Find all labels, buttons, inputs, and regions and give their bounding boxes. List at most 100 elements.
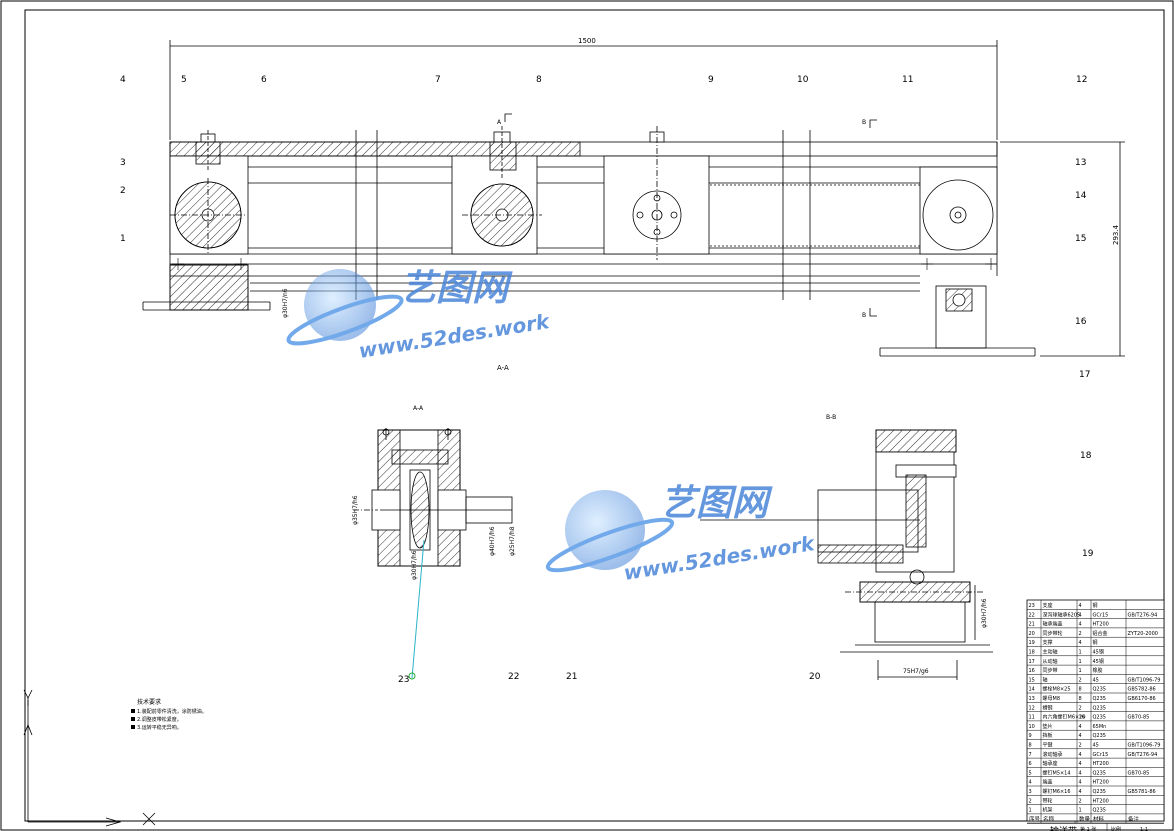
table-cell: Q235 bbox=[1093, 696, 1106, 702]
table-cell: 4 bbox=[1079, 752, 1082, 758]
table-cell: 18 bbox=[1029, 650, 1035, 656]
table-header-cell: 材料 bbox=[1093, 815, 1105, 823]
zone-number: 17 bbox=[1079, 370, 1090, 380]
table-cell: 2 bbox=[1079, 705, 1082, 711]
table-cell: ZYT20-2000 bbox=[1128, 631, 1158, 637]
zone-number: 9 bbox=[708, 75, 714, 85]
table-cell: 深沟球轴承6205 bbox=[1043, 611, 1081, 618]
table-cell: 45钢 bbox=[1093, 658, 1104, 665]
table-cell: HT200 bbox=[1093, 761, 1109, 767]
zone-number: 1 bbox=[120, 234, 126, 244]
table-cell: GB70-85 bbox=[1128, 715, 1150, 721]
table-cell: 1 bbox=[1029, 808, 1032, 814]
table-cell: 4 bbox=[1079, 724, 1082, 730]
view-aa-label: A-A bbox=[413, 405, 424, 412]
left-vertical-fit: φ30H7/n6 bbox=[282, 288, 289, 318]
table-cell: 螺钉M5×14 bbox=[1043, 769, 1071, 776]
zone-numbers: 4 5 6 7 8 9 10 11 12 3 2 1 13 14 15 16 1… bbox=[120, 75, 1094, 685]
table-cell: 2 bbox=[1079, 743, 1082, 749]
section-marker-a: A bbox=[497, 119, 502, 126]
table-cell: 22 bbox=[1029, 612, 1035, 618]
zone-number: 6 bbox=[261, 75, 267, 85]
table-cell: 5 bbox=[1029, 770, 1032, 776]
table-cell: 15 bbox=[1029, 677, 1035, 683]
table-cell: 9 bbox=[1029, 733, 1032, 739]
table-cell: 20 bbox=[1029, 631, 1035, 637]
table-cell: 钢 bbox=[1093, 602, 1098, 609]
table-cell: 从动轴 bbox=[1043, 658, 1058, 665]
table-cell: 带轮 bbox=[1043, 797, 1053, 804]
table-cell: 16 bbox=[1029, 668, 1035, 674]
table-cell: 14 bbox=[1029, 687, 1035, 693]
table-cell: 23 bbox=[1029, 603, 1035, 609]
inner-border bbox=[24, 9, 1165, 822]
table-cell: 21 bbox=[1029, 622, 1035, 628]
watermark-url: www.52des.work bbox=[357, 309, 552, 363]
table-cell: 2 bbox=[1079, 677, 1082, 683]
table-cell: 螺栓M8×25 bbox=[1043, 686, 1071, 693]
table-cell: 4 bbox=[1079, 603, 1082, 609]
table-header-cell: 名称 bbox=[1043, 815, 1055, 823]
table-cell: 轴承座 bbox=[1043, 760, 1058, 767]
table-cell: 4 bbox=[1079, 640, 1082, 646]
tech-line: 3.运转平稳无异响。 bbox=[137, 724, 182, 731]
zone-number: 4 bbox=[120, 75, 126, 85]
table-cell: 1 bbox=[1079, 668, 1082, 674]
fit-label: φ40H7/h6 bbox=[489, 526, 496, 556]
table-cell: GB/T276-94 bbox=[1128, 612, 1158, 618]
table-cell: 机架 bbox=[1043, 807, 1053, 814]
section-marker-b-top: B bbox=[862, 119, 866, 126]
watermark-brand: 艺图网 bbox=[400, 268, 513, 309]
table-cell: 槽钢 bbox=[1043, 704, 1053, 711]
table-cell: 1 bbox=[1079, 808, 1082, 814]
table-cell: 螺钉M6×16 bbox=[1043, 788, 1071, 795]
table-cell: 主动轴 bbox=[1043, 649, 1058, 656]
fit-label: φ30H7/h6 bbox=[981, 598, 988, 628]
zone-number: 21 bbox=[566, 672, 577, 682]
table-cell: 11 bbox=[1029, 715, 1035, 721]
fit-label: φ35H7/h6 bbox=[352, 495, 359, 525]
table-cell: 13 bbox=[1029, 696, 1035, 702]
table-header-cell: 备注 bbox=[1128, 815, 1140, 823]
table-cell: GB5781-86 bbox=[1128, 789, 1156, 795]
table-cell: 45钢 bbox=[1093, 649, 1104, 656]
table-cell: GB/T276-94 bbox=[1128, 752, 1158, 758]
table-cell: 8 bbox=[1029, 743, 1032, 749]
table-cell: 同步带 bbox=[1043, 668, 1058, 674]
table-header-cell: 数量 bbox=[1079, 815, 1091, 823]
zone-number: 15 bbox=[1075, 234, 1086, 244]
watermark-brand: 艺图网 bbox=[660, 483, 773, 524]
zone-number: 22 bbox=[508, 672, 519, 682]
table-cell: Q235 bbox=[1093, 705, 1106, 711]
table-cell: 17 bbox=[1029, 659, 1035, 665]
main-view bbox=[142, 40, 1125, 357]
table-cell: 平键 bbox=[1043, 742, 1053, 749]
table-cell: 2 bbox=[1079, 798, 1082, 804]
zone-number: 16 bbox=[1075, 317, 1087, 327]
watermark-logo: 艺图网 www.52des.work bbox=[286, 268, 552, 363]
table-cell: 1 bbox=[1079, 650, 1082, 656]
table-cell: Q235 bbox=[1093, 687, 1106, 693]
table-cell: Q235 bbox=[1093, 789, 1106, 795]
table-cell: Q235 bbox=[1093, 808, 1106, 814]
zone-number: 8 bbox=[536, 75, 542, 85]
zone-number: 12 bbox=[1076, 75, 1087, 85]
table-cell: 6 bbox=[1029, 761, 1032, 767]
zone-number: 20 bbox=[809, 672, 821, 682]
section-bb-view bbox=[700, 429, 993, 680]
table-header-cell: 序号 bbox=[1029, 815, 1041, 823]
zone-number: 18 bbox=[1080, 451, 1092, 461]
table-cell: HT200 bbox=[1093, 622, 1109, 628]
table-cell: 2 bbox=[1079, 631, 1082, 637]
section-marker-b-bottom: B bbox=[862, 312, 866, 319]
table-cell: GB/T1096-79 bbox=[1128, 677, 1161, 683]
table-cell: GB70-85 bbox=[1128, 770, 1150, 776]
overall-dimension: 1500 bbox=[578, 37, 596, 45]
table-cell: 橡胶 bbox=[1093, 667, 1103, 674]
zone-number: 13 bbox=[1075, 158, 1086, 168]
title-block-name: 输送带 bbox=[1050, 825, 1077, 831]
fit-label: 75H7/g6 bbox=[903, 668, 929, 675]
title-block-sheet-no: 第 1 张 bbox=[1080, 826, 1096, 831]
table-cell: 铝合金 bbox=[1093, 630, 1108, 637]
